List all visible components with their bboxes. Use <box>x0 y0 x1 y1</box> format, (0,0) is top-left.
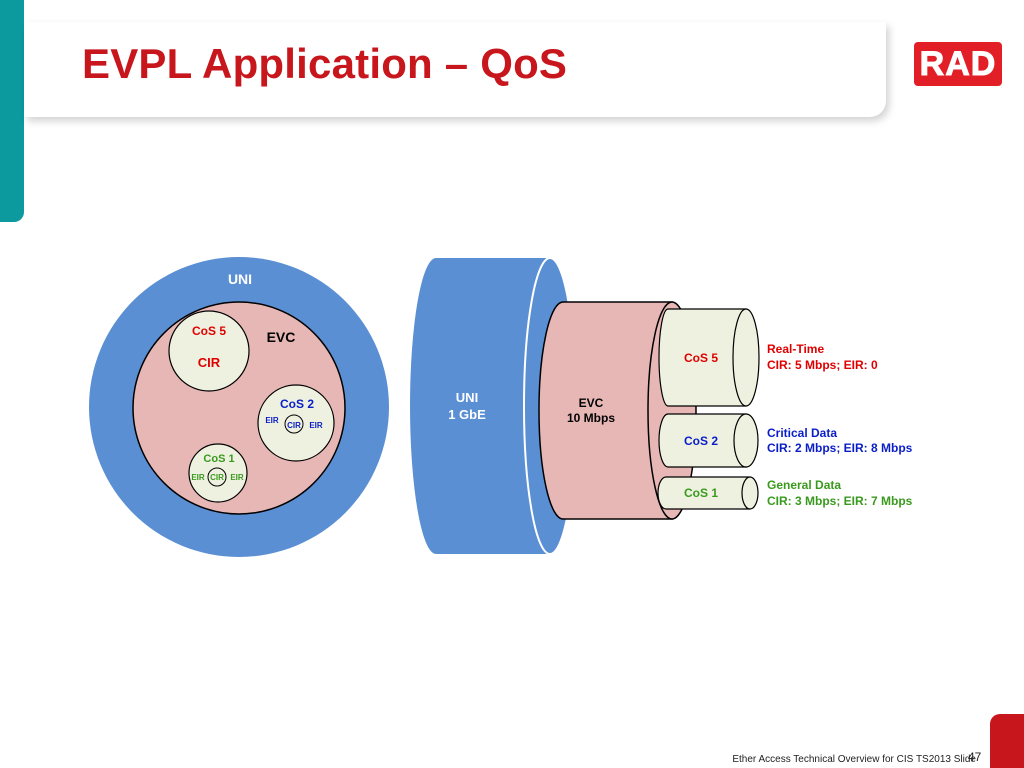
cos1-eir-left: EIR <box>191 473 205 482</box>
cos1-pipe-face <box>741 476 759 510</box>
cos1-label: CoS 1 <box>203 453 234 465</box>
cos1-cir-ring <box>207 467 227 487</box>
cos5-circle <box>168 310 250 392</box>
footer-text: Ether Access Technical Overview for CIS … <box>732 754 976 765</box>
teal-accent-bar <box>0 0 24 222</box>
right-diagram: UNI 1 GbE EVC 10 Mbps CoS 5 CoS 2 CoS 1 <box>410 257 760 555</box>
cos5-label: CoS 5 <box>192 324 226 338</box>
cos1-pipe-label: CoS 1 <box>684 486 718 500</box>
cos2-eir-right: EIR <box>309 421 323 430</box>
cos2-cir-ring <box>284 414 304 434</box>
cos2-label: CoS 2 <box>280 397 314 411</box>
footer-title: Ether Access Technical Overview for CIS … <box>732 754 951 765</box>
footer-slide-label: Slide <box>953 754 976 765</box>
cos1-pipe <box>657 476 751 510</box>
critical-detail: CIR: 2 Mbps; EIR: 8 Mbps <box>767 441 913 455</box>
cos1-eir-right: EIR <box>230 473 244 482</box>
rad-logo: RAD <box>914 42 1002 86</box>
realtime-title: Real-Time <box>767 342 824 356</box>
red-corner-tab <box>990 714 1024 768</box>
uni-label-right: UNI <box>456 390 478 405</box>
cos1-circle <box>188 443 248 503</box>
annotations: Real-Time CIR: 5 Mbps; EIR: 0 Critical D… <box>767 342 913 508</box>
general-title: General Data <box>767 478 841 492</box>
cos2-eir-left: EIR <box>265 416 279 425</box>
evc-cylinder <box>538 301 673 520</box>
cos2-circle <box>257 384 335 462</box>
slide-title: EVPL Application – QoS <box>82 40 568 87</box>
evc-label: EVC <box>267 329 296 345</box>
cos5-pipe-face <box>732 308 760 407</box>
cos1-cir: CIR <box>210 473 224 482</box>
uni-label: UNI <box>228 271 252 287</box>
evc-label-right: EVC <box>579 396 604 410</box>
cos5-pipe <box>658 308 747 407</box>
cos5-pipe-label: CoS 5 <box>684 351 718 365</box>
realtime-detail: CIR: 5 Mbps; EIR: 0 <box>767 358 878 372</box>
cos2-pipe <box>658 413 747 468</box>
left-diagram: UNI EVC CoS 5 CIR CoS 2 EIR CIR EIR CoS … <box>89 257 389 557</box>
cos2-pipe-label: CoS 2 <box>684 434 718 448</box>
critical-title: Critical Data <box>767 426 837 440</box>
evc-rate-label: 10 Mbps <box>567 411 615 425</box>
general-detail: CIR: 3 Mbps; EIR: 7 Mbps <box>767 494 913 508</box>
logo-text: RAD <box>919 44 997 83</box>
slide-number: 47 <box>968 750 982 764</box>
cos5-cir: CIR <box>198 355 221 370</box>
title-box <box>24 22 886 117</box>
uni-speed-label: 1 GbE <box>448 407 486 422</box>
cos2-pipe-face <box>733 413 759 468</box>
cos2-cir: CIR <box>287 421 301 430</box>
uni-cylinder <box>410 258 550 554</box>
